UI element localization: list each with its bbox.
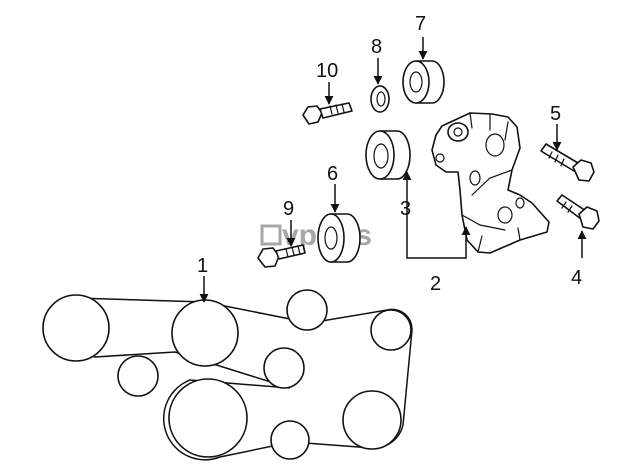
idler-pulley-part-6 xyxy=(317,213,361,263)
callout-10: 10 xyxy=(316,60,338,82)
pulley-top-small xyxy=(286,289,328,331)
tensioner-bracket-part-2 xyxy=(431,112,550,254)
callout-3: 3 xyxy=(400,198,411,220)
idler-pulley-part-7 xyxy=(402,60,445,104)
pulley-right-upper xyxy=(370,309,412,351)
callout-4: 4 xyxy=(571,267,582,289)
pulley-left-small xyxy=(117,355,159,397)
callout-1: 1 xyxy=(197,255,208,277)
tensioner-pulley-part-3 xyxy=(365,130,411,180)
serpentine-belt-part-1 xyxy=(42,289,413,461)
pulley-center-top xyxy=(171,299,239,367)
bolt-part-4 xyxy=(556,194,600,230)
pulley-left xyxy=(42,294,110,362)
callout-9: 9 xyxy=(283,198,294,220)
callout-5: 5 xyxy=(550,103,561,125)
callout-6: 6 xyxy=(327,163,338,185)
callout-7: 7 xyxy=(415,13,426,35)
callout-8: 8 xyxy=(371,36,382,58)
pulley-right-lower xyxy=(342,390,402,450)
pulley-bottom-small xyxy=(270,420,310,460)
bolt-part-9 xyxy=(257,244,306,268)
bolt-part-10 xyxy=(302,102,353,125)
pulley-bottom-large xyxy=(168,378,248,458)
pulley-middle-small xyxy=(263,347,305,389)
bolt-part-5 xyxy=(540,143,595,182)
washer-part-8 xyxy=(370,85,390,113)
leader-lines xyxy=(199,37,587,303)
callout-2: 2 xyxy=(430,273,441,295)
